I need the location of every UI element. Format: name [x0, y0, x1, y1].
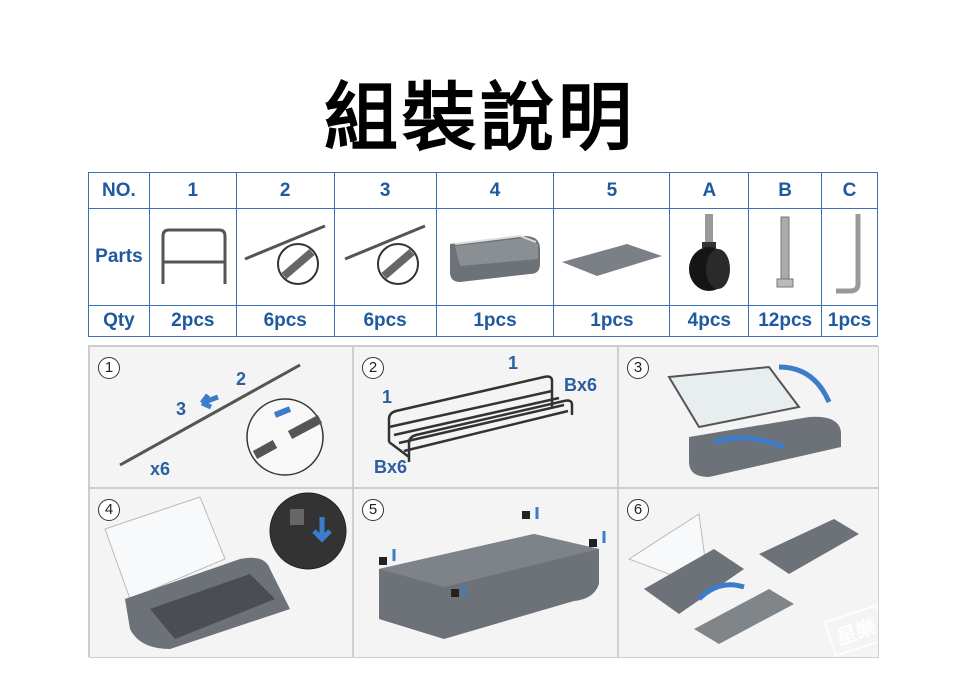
stand-base-icon: [435, 208, 555, 306]
step-4: 4: [89, 488, 353, 658]
part-qty: 1pcs: [435, 305, 555, 337]
frame-icon: [148, 208, 237, 306]
assembly-steps: 1 2 3 x6 2 1 1 Bx6 Bx6 3 4 5 6 星樂: [88, 345, 879, 658]
part-label: 1: [382, 387, 393, 407]
part-no: 4: [435, 172, 555, 209]
frame-assembly-illustration: [387, 375, 574, 462]
no-header: NO.: [88, 172, 150, 209]
part-qty: 6pcs: [333, 305, 437, 337]
part-qty: 4pcs: [669, 305, 750, 337]
step-number: 4: [98, 499, 120, 521]
part-qty: 6pcs: [235, 305, 335, 337]
screw-icon: [748, 208, 823, 306]
part-qty: 1pcs: [821, 305, 878, 337]
part-qty: 12pcs: [748, 305, 823, 337]
part-no: 1: [148, 172, 237, 209]
screw-label: Bx6: [564, 375, 598, 395]
insert-frame-illustration: [667, 364, 841, 477]
page-title: 組裝說明: [324, 75, 636, 161]
rod-assembly-illustration: [119, 363, 324, 476]
final-assembly-illustration: [627, 513, 859, 644]
table-row-parts: Parts: [88, 208, 878, 306]
part-no: 3: [333, 172, 437, 209]
base-illustration: [104, 492, 347, 649]
part-qty: 1pcs: [553, 305, 671, 337]
part-qty: 2pcs: [148, 305, 237, 337]
step-5: 5: [353, 488, 618, 658]
table-row-no: NO. 1 2 3 4 5 A B C: [88, 172, 878, 209]
step-number: 1: [98, 357, 120, 379]
step-number: 5: [362, 499, 384, 521]
part-label: 3: [176, 399, 187, 419]
step-3: 3: [618, 346, 879, 488]
screw-label: Bx6: [374, 457, 408, 477]
part-no: B: [748, 172, 823, 209]
attach-wheels-illustration: [379, 507, 606, 639]
caster-wheel-icon: [669, 208, 750, 306]
hex-key-icon: [821, 208, 878, 306]
step-2: 2 1 1 Bx6 Bx6: [353, 346, 618, 488]
part-label: 1: [508, 353, 519, 373]
rod-icon: [235, 208, 335, 306]
step-number: 6: [627, 499, 649, 521]
mat-icon: [553, 208, 671, 306]
table-row-qty: Qty 2pcs 6pcs 6pcs 1pcs 1pcs 4pcs 12pcs …: [88, 305, 878, 337]
step-number: 3: [627, 357, 649, 379]
part-no: 5: [553, 172, 671, 209]
part-no: 2: [235, 172, 335, 209]
step-number: 2: [362, 357, 384, 379]
part-no: A: [669, 172, 750, 209]
qty-header: Qty: [88, 305, 150, 337]
quantity-label: x6: [150, 459, 171, 479]
parts-header: Parts: [88, 208, 150, 306]
rod-icon: [333, 208, 437, 306]
parts-table: NO. 1 2 3 4 5 A B C Parts Qty 2pcs 6pcs …: [88, 172, 878, 337]
part-label: 2: [236, 369, 247, 389]
step-6: 6 星樂: [618, 488, 879, 658]
part-no: C: [821, 172, 878, 209]
step-1: 1 2 3 x6: [89, 346, 353, 488]
